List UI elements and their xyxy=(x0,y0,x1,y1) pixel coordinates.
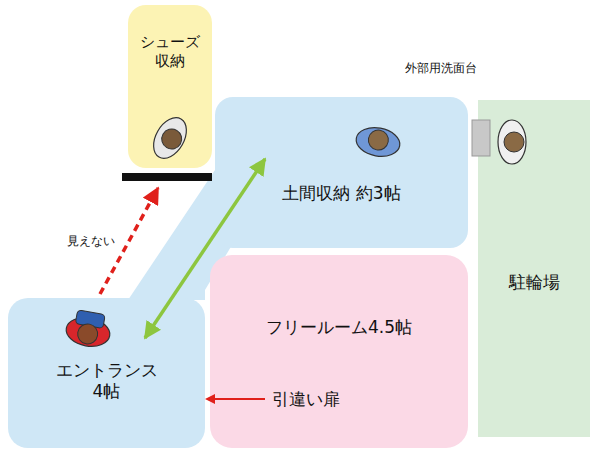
door-leader xyxy=(213,398,265,400)
room-label: フリールーム4.5帖 xyxy=(266,317,412,338)
bicycle-parking: 駐輪場 xyxy=(478,100,590,437)
room-label: エントランス 4帖 xyxy=(51,360,163,403)
shoulders xyxy=(498,120,526,164)
head xyxy=(504,132,524,152)
person-in-entrance xyxy=(64,308,113,349)
shoulders xyxy=(354,124,402,159)
room-label: シューズ 収納 xyxy=(132,33,208,71)
room-label: 駐輪場 xyxy=(509,272,560,293)
head xyxy=(158,125,185,152)
earth-floor-storage: 土間収納 約3帖 xyxy=(215,97,468,248)
door-leader-head xyxy=(205,394,215,404)
person-at-sink xyxy=(498,120,526,164)
shoe-shelf-edge xyxy=(122,173,212,181)
free-room: フリールーム4.5帖 xyxy=(210,255,468,448)
head xyxy=(367,128,390,151)
edge-label: 見えない xyxy=(67,233,115,250)
door-label: 引違い扉 xyxy=(272,388,340,411)
room-label: 土間収納 約3帖 xyxy=(282,183,400,204)
entrance: エントランス 4帖 xyxy=(8,298,205,448)
person-at-shoe-storage xyxy=(147,112,193,164)
sightline-arrow xyxy=(145,159,265,338)
outdoor-sink xyxy=(472,120,490,156)
sink-label: 外部用洗面台 xyxy=(405,60,477,77)
head xyxy=(76,322,99,345)
person-in-storage xyxy=(354,124,402,159)
shoulders xyxy=(147,112,193,164)
